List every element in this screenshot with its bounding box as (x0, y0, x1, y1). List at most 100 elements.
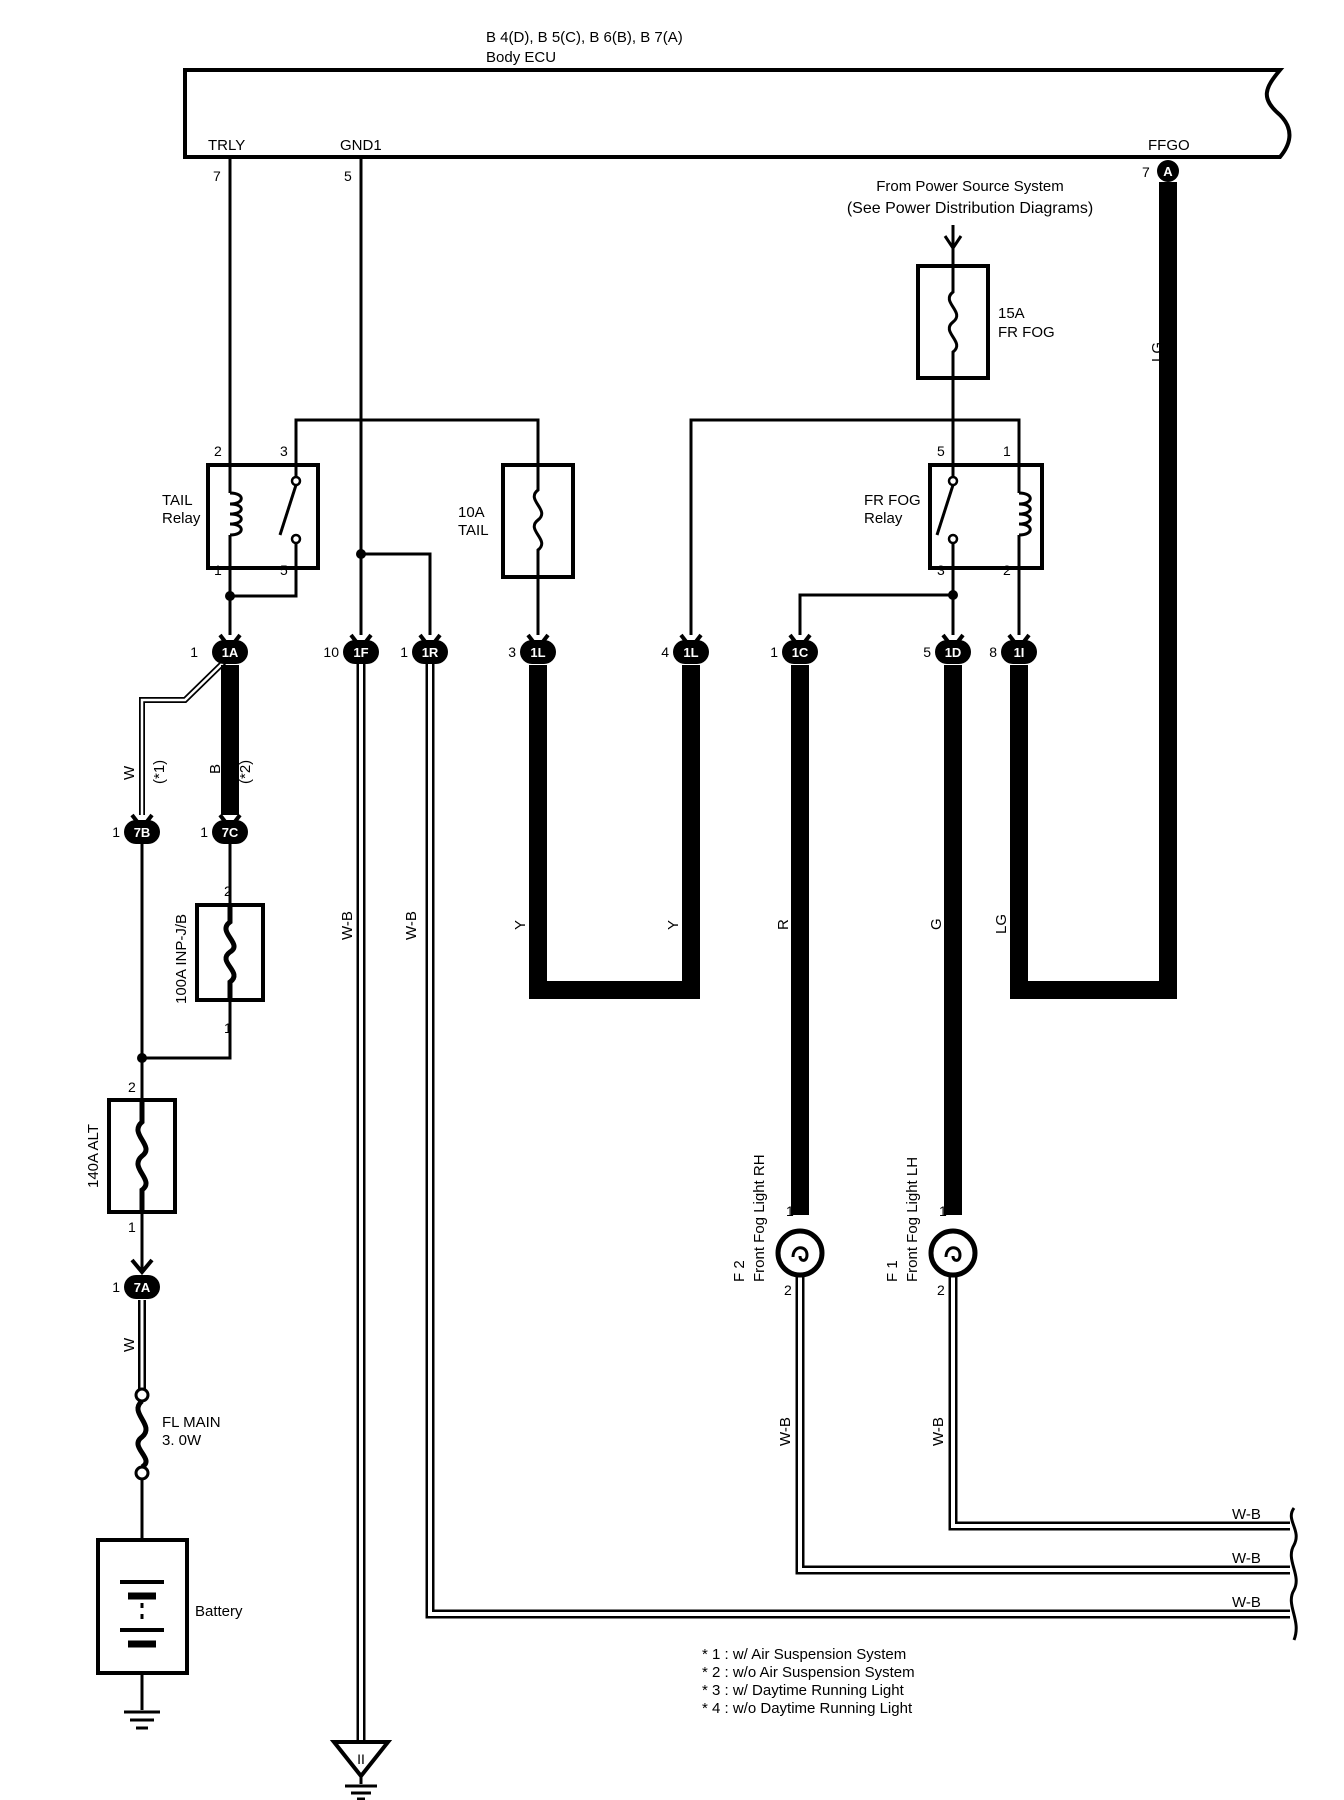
fr-fog-relay-label2: Relay (864, 510, 903, 527)
jct-1l-b-id: 1L (683, 645, 698, 660)
jct-7b-pin: 1 (112, 824, 120, 840)
body-ecu-box (183, 68, 1292, 159)
jct-1l-b-pin: 4 (661, 644, 669, 660)
fuse-alt-label: 140A ALT (85, 1124, 102, 1188)
f1-pin1: 1 (939, 1203, 947, 1219)
battery-ground-icon (124, 1710, 160, 1730)
note-2: * 2 : w/o Air Suspension System (702, 1664, 915, 1681)
jct-1d-pin: 5 (923, 644, 931, 660)
fr-fog-relay-pin2: 2 (1003, 562, 1011, 578)
svg-text:A: A (1163, 164, 1173, 179)
tail-relay (206, 463, 320, 570)
wire-g: G (928, 918, 945, 930)
footnotes: * 1 : w/ Air Suspension System * 2 : w/o… (702, 1646, 915, 1717)
wire-wb-right-2: W-B (1232, 1550, 1261, 1567)
tail-relay-pin3: 3 (280, 443, 288, 459)
wire-wb-f1: W-B (930, 1417, 947, 1446)
jct-1r-id: 1R (422, 645, 439, 660)
ground-label: II (357, 1751, 365, 1767)
tail-relay-pin2: 2 (214, 443, 222, 459)
fl-main-size: 3. 0W (162, 1432, 202, 1449)
f2-pin1: 1 (786, 1203, 794, 1219)
fl-main-name: FL MAIN (162, 1414, 221, 1431)
fuse-tail-name: TAIL (458, 522, 489, 539)
note-3: * 3 : w/ Daytime Running Light (702, 1682, 905, 1699)
wire-w-upper: W (121, 765, 138, 780)
ecu-pin-trly-num: 7 (213, 168, 221, 184)
wire-y-right: Y (665, 920, 682, 930)
fuse-fr-fog-rating: 15A (998, 305, 1025, 322)
ecu-pin-trly-label: TRLY (208, 137, 245, 154)
jct-7c-id: 7C (222, 825, 239, 840)
jct-7b-id: 7B (134, 825, 151, 840)
wire-break-marks (1289, 1507, 1298, 1641)
wire-wb-1r: W-B (403, 911, 420, 940)
jct-7a-id: 7A (134, 1280, 151, 1295)
front-fog-light-lh (928, 1228, 978, 1278)
fuse-inp-jb-pin1: 1 (224, 1020, 232, 1036)
wire-b-upper-note: (*2) (237, 760, 254, 784)
ecu-name: Body ECU (486, 49, 556, 66)
wire-lg-top: LG (1149, 342, 1166, 362)
w-wire-star1 (139, 657, 229, 815)
f1-pin2: 2 (937, 1282, 945, 1298)
front-fog-light-rh (775, 1228, 825, 1278)
jct-7c-pin: 1 (200, 824, 208, 840)
wire-y-left: Y (512, 920, 529, 930)
fuse-inp-jb-pin2: 2 (224, 883, 232, 899)
f2-name: Front Fog Light RH (751, 1154, 768, 1282)
f1-code: F 1 (884, 1260, 901, 1282)
fr-fog-relay-pin3: 3 (937, 562, 945, 578)
jct-1f-id: 1F (353, 645, 368, 660)
note-1: * 1 : w/ Air Suspension System (702, 1646, 906, 1663)
wire-wb-right-3: W-B (1232, 1594, 1261, 1611)
power-source-line2: (See Power Distribution Diagrams) (847, 200, 1093, 217)
tail-relay-label1: TAIL (162, 492, 193, 509)
thin-wires (140, 157, 1021, 1710)
battery (96, 1538, 189, 1675)
tail-relay-pin1: 1 (214, 562, 222, 578)
wire-lg-bottom: LG (993, 914, 1010, 934)
fuse-tail-element (532, 465, 544, 577)
fuse-inp-jb-element (223, 905, 237, 1000)
junction-connectors (124, 633, 1037, 1299)
fr-fog-relay-pin5: 5 (937, 443, 945, 459)
jct-1c-id: 1C (792, 645, 809, 660)
tail-relay-pin5: 5 (280, 562, 288, 578)
wire-wb-right-1: W-B (1232, 1506, 1261, 1523)
wire-wb-1f: W-B (339, 911, 356, 940)
wire-wb-f2: W-B (777, 1417, 794, 1446)
wire-r: R (775, 919, 792, 930)
f2-code: F 2 (731, 1260, 748, 1282)
wire-b-upper: B (207, 764, 224, 774)
jct-7a-pin: 1 (112, 1279, 120, 1295)
jct-1f-pin: 10 (323, 644, 339, 660)
fr-fog-relay (928, 463, 1044, 570)
power-source-line1: From Power Source System (876, 178, 1064, 195)
jct-1l-a-id: 1L (530, 645, 545, 660)
fuse-inp-jb-label: 100A INP-J/B (173, 914, 190, 1004)
fr-fog-relay-pin1: 1 (1003, 443, 1011, 459)
ecu-pin-ffgo-num: 7 (1142, 164, 1150, 180)
jct-1a-id: 1A (222, 645, 239, 660)
wire-w-upper-note: (*1) (151, 760, 168, 784)
ecu-pin-ffgo-label: FFGO (1148, 137, 1190, 154)
power-arrow-icon (943, 235, 963, 251)
jct-1i-id: 1I (1014, 645, 1025, 660)
jct-1d-id: 1D (945, 645, 962, 660)
wire-w-lower: W (121, 1337, 138, 1352)
note-4: * 4 : w/o Daytime Running Light (702, 1700, 913, 1717)
ecu-connector-list: B 4(D), B 5(C), B 6(B), B 7(A) (486, 29, 683, 46)
wb-wires (356, 663, 1290, 1742)
ground-triangle-icon (329, 1740, 393, 1800)
jct-1a-pin: 1 (190, 644, 198, 660)
jct-1r-pin: 1 (400, 644, 408, 660)
splice-dots (137, 549, 958, 1063)
jct-1i-pin: 8 (989, 644, 997, 660)
fuse-alt-pin1: 1 (128, 1219, 136, 1235)
fuse-alt-element (135, 1100, 149, 1212)
ecu-pin-gnd1-label: GND1 (340, 137, 382, 154)
tail-relay-label2: Relay (162, 510, 201, 527)
battery-label: Battery (195, 1603, 243, 1620)
